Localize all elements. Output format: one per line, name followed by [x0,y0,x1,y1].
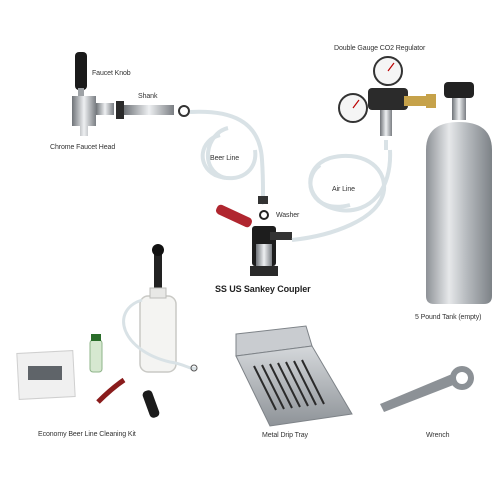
label-tank: 5 Pound Tank (empty) [415,314,482,321]
shank [116,101,190,119]
label-faucet-knob: Faucet Knob [92,70,131,77]
label-cleaning-kit: Economy Beer Line Cleaning Kit [38,431,136,438]
tank-valve-handle [444,82,474,98]
label-coupler: SS US Sankey Coupler [215,284,311,294]
air-line-tube [291,140,393,242]
chrome-faucet-head [72,96,96,136]
coupler-handle [215,204,253,228]
co2-regulator [338,56,436,136]
beer-line-connector [258,196,268,204]
sankey-coupler [215,204,292,276]
cleaner-bottle [89,339,103,373]
label-washer: Washer [276,212,300,219]
washer-ring [259,210,269,220]
brush [142,390,160,418]
label-wrench: Wrench [426,432,450,439]
label-shank: Shank [138,93,158,100]
drip-tray-graphic [235,325,353,427]
label-air-line: Air Line [332,186,355,193]
brush-tool [96,377,126,404]
tank-body [426,122,492,304]
co2-tank [426,82,492,304]
label-chrome-faucet-head: Chrome Faucet Head [50,144,116,151]
label-drip-tray: Metal Drip Tray [262,432,308,439]
cleaning-kit [16,244,198,418]
faucet-knob [75,52,87,90]
label-regulator: Double Gauge CO2 Regulator [334,45,426,52]
faucet [72,52,114,136]
label-beer-line: Beer Line [210,155,240,162]
wrench-graphic [380,366,474,412]
